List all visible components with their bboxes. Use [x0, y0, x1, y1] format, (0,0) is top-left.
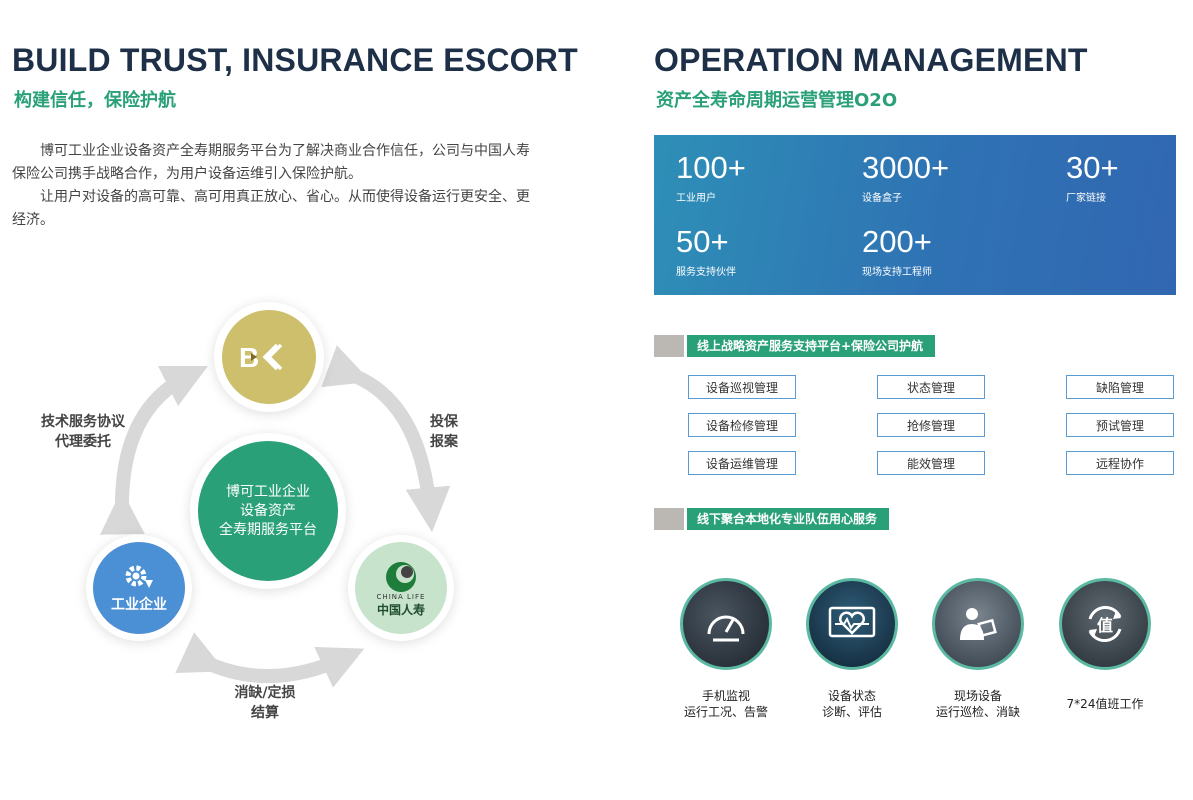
intro-paragraph-2: 让用户对设备的高可靠、高可用真正放心、省心。从而使得设备运行更安全、更经济。 [12, 189, 530, 228]
right-title-en: OPERATION MANAGEMENT [654, 42, 1088, 78]
photo-mobile-monitor [680, 578, 772, 670]
engineer-icon [960, 608, 997, 640]
caption-line-1: 现场设备 [953, 689, 1002, 703]
module-status: 状态管理 [877, 375, 985, 399]
caption-line-1: 手机监视 [701, 689, 750, 703]
gear-icon [125, 565, 153, 588]
stat-field-engineers: 200+ 现场支持工程师 [862, 224, 932, 279]
module-energy: 能效管理 [877, 451, 985, 475]
center-node: 博可工业企业 设备资产 全寿期服务平台 [198, 441, 338, 581]
stat-label: 服务支持伙伴 [676, 267, 736, 278]
caption-device-status: 设备状态 诊断、评估 [782, 688, 922, 720]
left-title-en: BUILD TRUST, INSURANCE ESCORT [12, 42, 578, 78]
label-insure: 投保 报案 [414, 412, 474, 452]
label-left-line-1: 技术服务协议 [41, 414, 125, 430]
china-life-logo-icon [386, 561, 416, 592]
bk-logo-circle: B [222, 310, 316, 404]
label-bottom-line-2: 结算 [251, 705, 279, 721]
label-right-line-1: 投保 [430, 414, 458, 430]
module-operation: 设备运维管理 [688, 451, 796, 475]
caption-line-2: 运行巡检、消缺 [935, 705, 1020, 719]
label-settlement: 消缺/定损 结算 [210, 683, 320, 723]
bk-logo-icon: B [239, 342, 283, 373]
module-defect: 缺陷管理 [1066, 375, 1174, 399]
label-bottom-line-1: 消缺/定损 [234, 685, 296, 701]
gauge-icon [707, 615, 745, 642]
stat-service-partners: 50+ 服务支持伙伴 [676, 224, 736, 279]
center-line-3: 全寿期服务平台 [219, 521, 317, 538]
stat-value: 30+ [1066, 150, 1119, 185]
stat-value: 50+ [676, 224, 729, 259]
right-title-cn: 资产全寿命周期运营管理O2O [656, 90, 898, 111]
online-section-title: 线上战略资产服务支持平台+保险公司护航 [687, 335, 936, 357]
offline-section-title: 线下聚合本地化专业队伍用心服务 [687, 508, 890, 530]
caption-line-2: 诊断、评估 [821, 705, 882, 719]
heart-monitor-icon [828, 606, 876, 638]
stat-value: 3000+ [862, 150, 950, 185]
on-duty-icon: 值 [1088, 606, 1122, 642]
module-remote: 远程协作 [1066, 451, 1174, 475]
stat-label: 工业用户 [676, 193, 716, 204]
arrow-left [100, 365, 209, 535]
stat-value: 100+ [676, 150, 746, 185]
cycle-arrows [100, 345, 451, 688]
insurance-cycle-diagram: B 博可工业企业 设备资产 全寿期服务平台 工业企业 [0, 290, 560, 750]
photo-duty-service: 值 [1059, 578, 1151, 670]
offline-section-marker [654, 508, 684, 530]
enterprise-node-halo: 工业企业 [86, 535, 192, 641]
module-pretest: 预试管理 [1066, 413, 1174, 437]
bk-node: B [214, 302, 324, 412]
stat-label: 现场支持工程师 [862, 267, 932, 278]
intro-text: 博可工业企业设备资产全寿期服务平台为了解决商业合作信任，公司与中国人寿保险公司携… [12, 140, 536, 232]
photo-field-equipment [932, 578, 1024, 670]
stats-panel: 100+ 工业用户 3000+ 设备盒子 30+ 厂家链接 50+ 服务支持伙伴… [654, 135, 1176, 295]
enterprise-label: 工业企业 [111, 597, 167, 613]
arrow-bottom [175, 632, 365, 688]
center-line-1: 博可工业企业 [226, 483, 310, 500]
stat-industrial-users: 100+ 工业用户 [676, 150, 746, 205]
module-inspection: 设备巡视管理 [688, 375, 796, 399]
stat-label: 厂家链接 [1066, 193, 1106, 204]
module-repair: 抢修管理 [877, 413, 985, 437]
stat-value: 200+ [862, 224, 932, 259]
svg-text:值: 值 [1097, 616, 1113, 635]
label-right-line-2: 报案 [430, 434, 458, 450]
china-life-cn: 中国人寿 [376, 602, 425, 617]
intro-paragraph-1: 博可工业企业设备资产全寿期服务平台为了解决商业合作信任，公司与中国人寿保险公司携… [12, 143, 530, 182]
module-maintenance: 设备检修管理 [688, 413, 796, 437]
china-life-node-halo: CHINA LIFE 中国人寿 [348, 535, 454, 641]
caption-line-1: 设备状态 [827, 689, 876, 703]
china-life-en: CHINA LIFE [376, 592, 426, 601]
center-line-2: 设备资产 [240, 502, 296, 519]
stat-vendor-links: 30+ 厂家链接 [1066, 150, 1119, 205]
stat-label: 设备盒子 [862, 193, 902, 204]
online-section-marker [654, 335, 684, 357]
label-service-agreement: 技术服务协议 代理委托 [28, 412, 138, 452]
label-left-line-2: 代理委托 [55, 434, 111, 450]
center-node-halo: 博可工业企业 设备资产 全寿期服务平台 [190, 433, 346, 589]
arrow-right [321, 345, 451, 533]
left-title-cn: 构建信任，保险护航 [14, 90, 176, 111]
svg-text:B: B [239, 342, 259, 373]
stat-device-boxes: 3000+ 设备盒子 [862, 150, 950, 205]
enterprise-node: 工业企业 [93, 542, 185, 634]
photo-device-status [806, 578, 898, 670]
caption-mobile-monitor: 手机监视 运行工况、告警 [656, 688, 796, 720]
caption-field-equipment: 现场设备 运行巡检、消缺 [908, 688, 1048, 720]
caption-line-2: 运行工况、告警 [683, 705, 768, 719]
china-life-node: CHINA LIFE 中国人寿 [355, 542, 447, 634]
caption-line-1: 7*24值班工作 [1066, 697, 1144, 711]
caption-duty-service: 7*24值班工作 [1035, 696, 1175, 712]
